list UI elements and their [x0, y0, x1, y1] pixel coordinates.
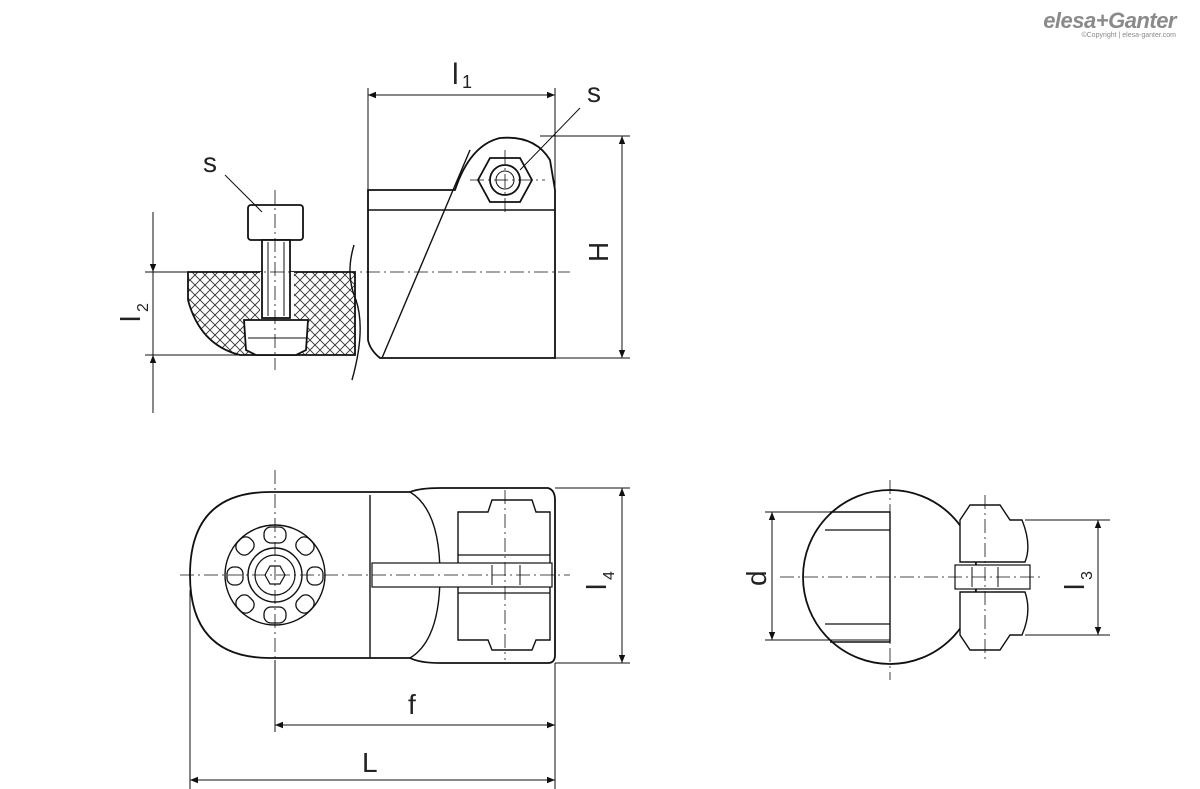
brand-copyright: ©Copyright | elesa-ganter.com	[1081, 32, 1176, 39]
leader-s-top	[519, 107, 581, 171]
dimensions-top	[189, 487, 630, 789]
label-l1-sub: 1	[462, 72, 472, 92]
leader-s-left	[224, 174, 263, 213]
bolt-shank	[261, 239, 291, 319]
label-l4-sub: 4	[601, 571, 618, 580]
label-H: H	[583, 242, 614, 262]
label-L: L	[362, 747, 378, 778]
brand-name: elesa+Ganter	[1043, 8, 1176, 33]
label-d: d	[741, 570, 772, 586]
label-l3-sub: 3	[1079, 571, 1096, 580]
label-s-top: s	[587, 77, 601, 108]
side-view	[150, 136, 570, 381]
dimensions-side	[145, 88, 630, 413]
label-l2: l	[115, 316, 146, 322]
end-screw-housing	[959, 504, 1029, 563]
label-l3: l	[1059, 584, 1090, 590]
label-f: f	[408, 689, 416, 720]
dimensions-end	[765, 511, 1110, 641]
bolt-head	[247, 204, 304, 241]
dimension-labels: l 1 s s H l 2 l 4 f L d l 3	[115, 58, 1096, 778]
label-l2-sub: 2	[135, 303, 152, 312]
label-s-left: s	[203, 147, 217, 178]
brand-logo: elesa+Ganter ©Copyright | elesa-ganter.c…	[1043, 8, 1176, 39]
label-l4: l	[581, 584, 612, 590]
end-view	[780, 480, 1040, 680]
top-view	[180, 470, 570, 680]
label-l1: l	[452, 58, 459, 91]
